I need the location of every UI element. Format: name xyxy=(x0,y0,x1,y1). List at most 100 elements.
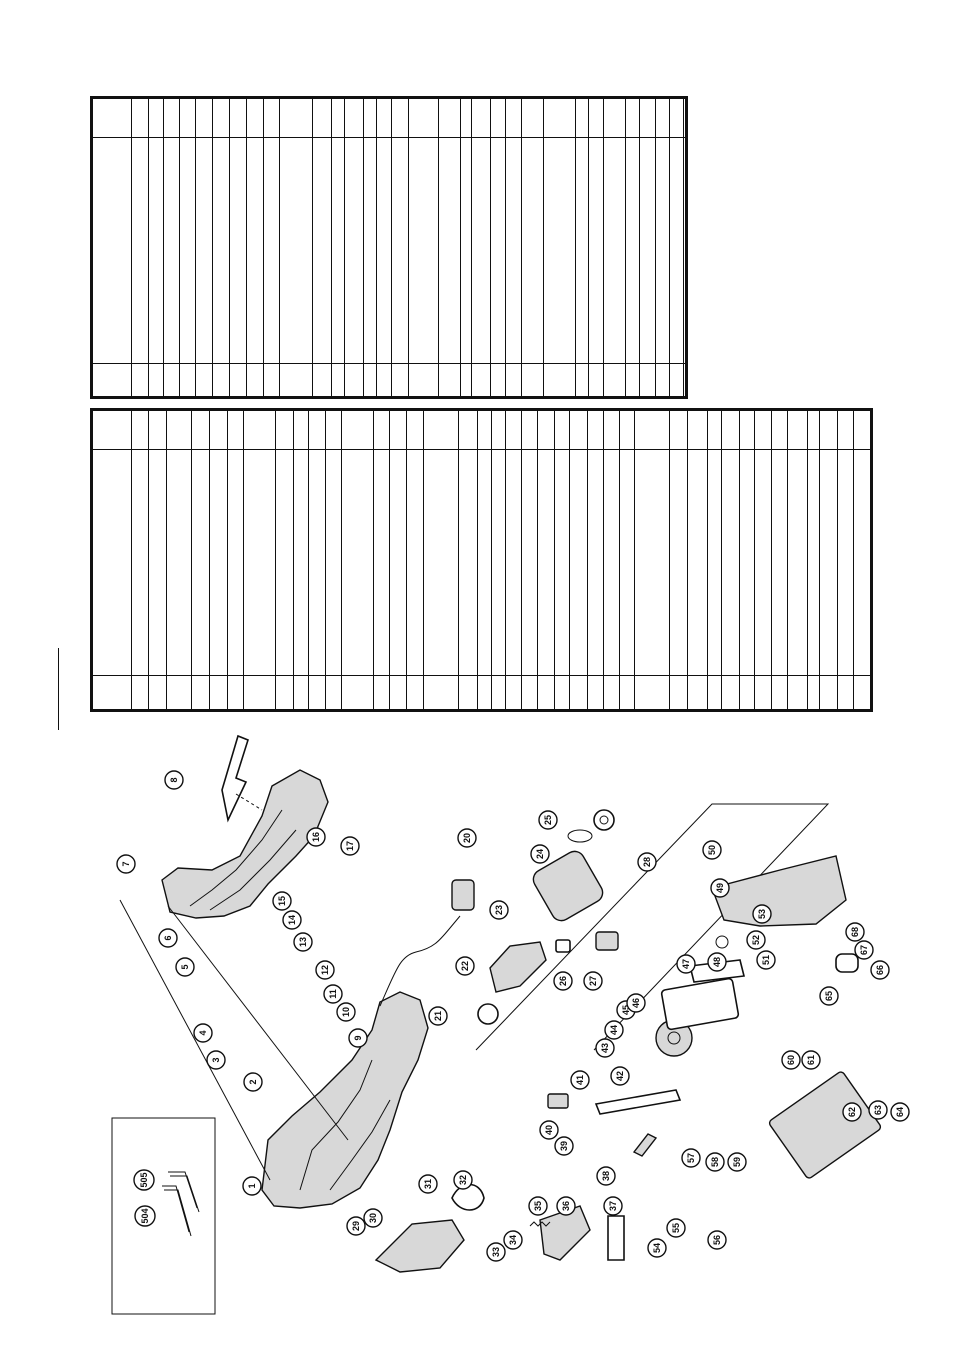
callout-circle xyxy=(315,960,335,980)
callout-13: 13 xyxy=(293,932,313,952)
callout-number: 64 xyxy=(895,1107,905,1117)
washer-24 xyxy=(567,829,593,843)
table-column-line xyxy=(634,411,635,709)
callout-circle xyxy=(626,993,646,1013)
bearing-21 xyxy=(477,1003,499,1025)
callout-number: 5 xyxy=(180,964,190,969)
table-column-line xyxy=(655,99,656,396)
callout-7: 7 xyxy=(116,854,136,874)
callout-number: 32 xyxy=(458,1175,468,1185)
callout-circle xyxy=(702,840,722,860)
callout-number: 68 xyxy=(850,927,860,937)
callout-number: 3 xyxy=(211,1057,221,1062)
callout-number: 34 xyxy=(508,1235,518,1245)
callout-number: 59 xyxy=(732,1157,742,1167)
parts-table-upper xyxy=(90,96,688,399)
callout-number: 51 xyxy=(761,955,771,965)
table-column-line xyxy=(243,411,244,709)
callout-34: 34 xyxy=(503,1230,523,1250)
callout-27: 27 xyxy=(583,971,603,991)
cord-10 xyxy=(379,915,461,1007)
table-column-line xyxy=(669,99,670,396)
callout-16: 16 xyxy=(306,827,326,847)
table-column-line xyxy=(391,99,392,396)
washer-48 xyxy=(715,935,729,949)
callout-number: 1 xyxy=(247,1183,257,1188)
callout-number: 62 xyxy=(847,1107,857,1117)
callout-circle xyxy=(868,1100,888,1120)
bearing-25-inner xyxy=(599,815,609,825)
callout-circle xyxy=(457,828,477,848)
callout-504: 504 xyxy=(134,1205,156,1227)
margin-rule xyxy=(58,648,59,730)
table-column-line xyxy=(521,411,522,709)
table-footer-divider xyxy=(93,363,685,364)
table-column-line xyxy=(376,99,377,396)
callout-65: 65 xyxy=(819,986,839,1006)
callout-number: 22 xyxy=(460,961,470,971)
callout-circle xyxy=(707,952,727,972)
callout-number: 36 xyxy=(561,1201,571,1211)
callout-circle xyxy=(346,1216,366,1236)
callout-number: 56 xyxy=(712,1235,722,1245)
table-column-line xyxy=(191,411,192,709)
gear-box-outline xyxy=(475,803,830,1051)
callout-circle xyxy=(781,1050,801,1070)
callout-circle xyxy=(570,1070,590,1090)
callout-circle xyxy=(418,1174,438,1194)
table-column-line xyxy=(754,411,755,709)
callout-number: 29 xyxy=(351,1221,361,1231)
spring-35 xyxy=(529,1221,551,1227)
callout-circle xyxy=(323,984,343,1004)
callout-circle xyxy=(637,852,657,872)
table-column-line xyxy=(229,99,230,396)
callout-3: 3 xyxy=(206,1050,226,1070)
table-column-line xyxy=(619,411,620,709)
table-column-line xyxy=(179,99,180,396)
table-column-line xyxy=(587,411,588,709)
callout-number: 11 xyxy=(328,989,338,999)
callout-number: 37 xyxy=(608,1201,618,1211)
callout-circle xyxy=(158,928,178,948)
callout-circle xyxy=(486,1242,506,1262)
callout-number: 61 xyxy=(806,1055,816,1065)
table-column-line xyxy=(771,411,772,709)
table-column-line xyxy=(408,99,409,396)
callout-51: 51 xyxy=(756,950,776,970)
callout-circle xyxy=(604,1020,624,1040)
callout-circle xyxy=(133,1169,155,1191)
callout-circle xyxy=(603,1196,623,1216)
table-header-divider xyxy=(93,449,870,450)
callout-circle xyxy=(854,940,874,960)
callout-circle xyxy=(363,1208,383,1228)
callout-number: 52 xyxy=(751,935,761,945)
label-plate-8 xyxy=(221,734,249,823)
callout-number: 54 xyxy=(652,1243,662,1253)
callout-circle xyxy=(746,930,766,950)
callout-circle xyxy=(453,1170,473,1190)
parts-table-lower xyxy=(90,408,873,712)
table-column-line xyxy=(505,411,506,709)
callout-circle xyxy=(340,836,360,856)
table-column-line xyxy=(458,411,459,709)
table-column-line xyxy=(166,411,167,709)
callout-21: 21 xyxy=(428,1006,448,1026)
callout-5: 5 xyxy=(175,957,195,977)
callout-circle xyxy=(530,844,550,864)
callout-12: 12 xyxy=(315,960,335,980)
table-column-line xyxy=(308,411,309,709)
callout-number: 504 xyxy=(140,1208,150,1223)
brush-holder-27 xyxy=(595,931,619,951)
callout-66: 66 xyxy=(870,960,890,980)
callout-circle xyxy=(528,1196,548,1216)
callout-46: 46 xyxy=(626,993,646,1013)
callout-number: 38 xyxy=(601,1171,611,1181)
callout-58: 58 xyxy=(705,1152,725,1172)
callout-39: 39 xyxy=(554,1136,574,1156)
table-column-line xyxy=(569,411,570,709)
callout-circle xyxy=(503,1230,523,1250)
callout-number: 2 xyxy=(248,1079,258,1084)
callout-67: 67 xyxy=(854,940,874,960)
callout-29: 29 xyxy=(346,1216,366,1236)
callout-32: 32 xyxy=(453,1170,473,1190)
